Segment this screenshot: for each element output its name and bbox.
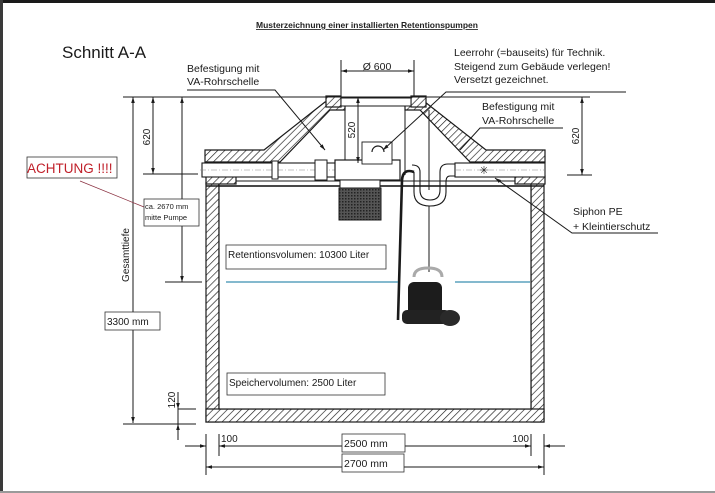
warning-text: ACHTUNG !!!! xyxy=(27,161,113,176)
access-handle xyxy=(371,145,385,153)
note-conduit: Leerrohr (=bauseits) für Technik. Steige… xyxy=(382,47,626,151)
tank-structure xyxy=(204,95,546,423)
cone-left xyxy=(204,101,346,163)
warning-box xyxy=(26,156,118,179)
retention-volume-label: Retentionsvolumen: 10300 Liter xyxy=(228,250,370,261)
frame-left-border xyxy=(0,0,3,493)
pump-depth-line1: ca. 2670 mm xyxy=(145,202,188,211)
pipe-coupling xyxy=(271,160,279,180)
neck-value: 520 xyxy=(347,121,358,138)
outer-width-value: 2700 mm xyxy=(344,458,388,470)
outer-width-box xyxy=(341,453,405,473)
filter-basket xyxy=(338,187,382,221)
siphon-inner xyxy=(413,172,455,207)
wall-right-value: 100 xyxy=(512,434,529,445)
total-depth-box xyxy=(104,311,161,331)
pipe-coupling-ribbed xyxy=(314,159,328,181)
inner-width-value: 2500 mm xyxy=(344,438,388,450)
siphon-line2: + Kleintierschutz xyxy=(573,221,650,233)
pipework: ✳ xyxy=(200,110,546,321)
cover-height-right-value: 620 xyxy=(571,127,582,144)
submersible-pump xyxy=(402,266,460,326)
fixing-left-leader xyxy=(187,89,326,151)
opening-diameter-value: Ø 600 xyxy=(363,61,392,73)
pump-float xyxy=(440,310,460,326)
drawing-title: Musterzeichnung einer installierten Rete… xyxy=(256,20,478,30)
siphon-leader xyxy=(494,177,658,234)
note-siphon: Siphon PE + Kleintierschutz xyxy=(494,177,658,234)
conduit-leader xyxy=(382,91,626,151)
conduit-line1: Leerrohr (=bauseits) für Technik. xyxy=(454,47,605,59)
cover-height-left-value: 620 xyxy=(142,128,153,145)
pump-hose xyxy=(396,169,415,321)
fixing-right-leader xyxy=(459,127,563,151)
fixing-left-line2: VA-Rohrschelle xyxy=(187,76,259,88)
siphon-line1: Siphon PE xyxy=(573,206,623,218)
cover-ring-right xyxy=(410,95,427,108)
pump-depth-line2: mitte Pumpe xyxy=(145,213,187,222)
floor-thickness-value: 120 xyxy=(167,391,178,408)
note-fixing-right: Befestigung mit VA-Rohrschelle xyxy=(459,101,563,151)
total-depth-label: Gesamttiefe xyxy=(121,228,132,282)
fixing-left-line1: Befestigung mit xyxy=(187,63,259,75)
pump-base xyxy=(402,310,450,324)
fixing-right-line1: Befestigung mit xyxy=(482,101,554,113)
retention-volume-box xyxy=(225,244,387,270)
tank-wall-right xyxy=(530,182,545,423)
total-depth-value: 3300 mm xyxy=(107,317,149,328)
frame-bottom-border xyxy=(0,491,715,493)
warning-leader xyxy=(79,180,145,208)
manhole-cover xyxy=(340,97,412,107)
pump-depth-box xyxy=(143,198,200,227)
dimensions-left xyxy=(123,96,430,440)
storage-volume-label: Speichervolumen: 2500 Liter xyxy=(229,378,357,389)
filter-neck xyxy=(339,179,381,189)
fixing-right-line2: VA-Rohrschelle xyxy=(482,115,554,127)
section-label: Schnitt A-A xyxy=(62,43,147,62)
tank-wall-left xyxy=(205,182,220,423)
pipe-clamp-icon: ✳ xyxy=(479,165,488,177)
inner-width-box xyxy=(341,433,406,453)
storage-volume-box xyxy=(226,372,386,396)
frame-top-border xyxy=(0,0,715,3)
wall-left-value: 100 xyxy=(221,434,238,445)
siphon-outer xyxy=(411,163,455,201)
conduit-line3: Versetzt gezeichnet. xyxy=(454,74,549,86)
conduit-line2: Steigend zum Gebäude verlegen! xyxy=(454,61,610,73)
cover-ring-left xyxy=(325,95,342,108)
tank-floor xyxy=(205,408,545,423)
note-fixing-left: Befestigung mit VA-Rohrschelle xyxy=(187,63,326,151)
pump-handle xyxy=(412,266,444,278)
